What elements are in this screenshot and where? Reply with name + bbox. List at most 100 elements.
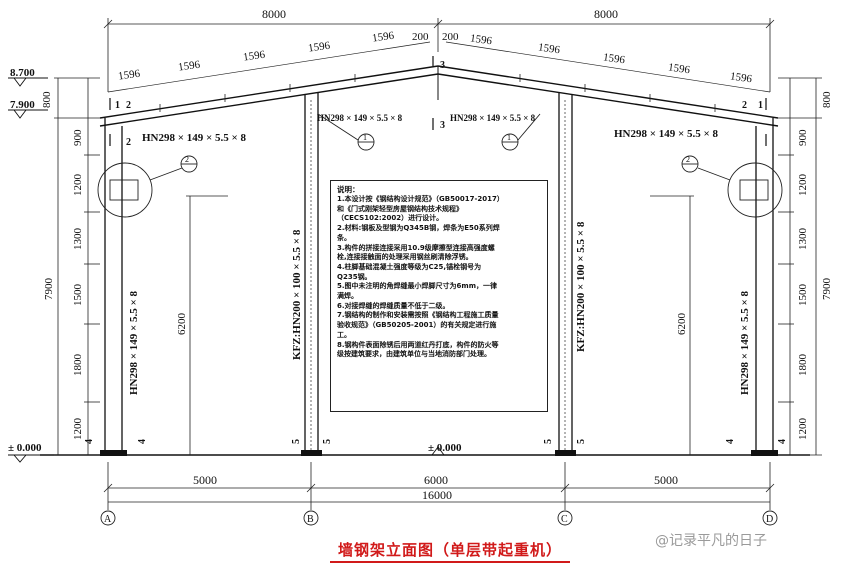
detail-label-1-right: 1 [507,133,511,142]
ridge-offset-right-label: 200 [442,31,459,43]
detail-label-1-left: 1 [363,133,367,142]
notes-line: 5.图中未注明的角焊缝最小焊脚尺寸为6mm，一律 [337,282,497,291]
watermark-text: @记录平凡的日子 [655,533,767,549]
rafter-segment-right-5: 1596 [729,70,753,85]
design-notes-box: 说明： 1.本设计按《钢结构设计规范》（GB50017-2017） 和《门式刚架… [330,180,548,412]
section-mark-1-right: 1 [758,100,763,111]
rafter-segment-left-2: 1596 [177,59,201,74]
notes-line: 3.构件的拼接连接采用10.9级摩擦型连接高强度螺 [337,243,495,252]
right-seg-dim-1: 900 [797,129,809,146]
column-base-plates [100,450,778,456]
left-seg-dim-5: 1800 [72,354,84,377]
bottom-dimension-lines [103,462,775,510]
bottom-total: 16000 [422,488,452,502]
left-seg-dim-2: 1200 [72,174,84,197]
notes-line: 1.本设计按《钢结构设计规范》（GB50017-2017） [337,195,504,203]
inner-height-dimensions [186,195,694,455]
right-seg-dim-3: 1300 [797,228,809,251]
rafter-segment-right-3: 1596 [602,51,626,66]
left-seg-dim-4: 1500 [72,284,84,307]
right-top-dim: 800 [821,91,833,108]
right-span-label: 8000 [594,7,618,21]
section-mark-5-mid-left-b: 5 [322,439,333,444]
section-mark-1-left: 1 [115,100,120,111]
bottom-span-1: 5000 [193,473,217,487]
section-mark-5-mid-right: 5 [543,439,554,444]
right-dimension-chain [778,77,822,456]
bottom-span-2: 6000 [424,473,448,487]
left-column-member-label: HN298 × 149 × 5.5 × 8 [128,290,140,395]
right-rafter-member-label: HN298 × 149 × 5.5 × 8 [614,128,719,140]
right-column-member-label: HN298 × 149 × 5.5 × 8 [739,290,751,395]
notes-line: 验收规范》（GB50205-2001）的有关规定进行施 [337,321,497,330]
right-seg-dim-6: 1200 [797,418,809,441]
center-right-member-label: HN298 × 149 × 5.5 × 8 [450,113,536,123]
axis-bubbles [100,510,778,526]
section-mark-4-right-b: 4 [777,439,788,444]
rafter-segment-left-1: 1596 [117,68,141,83]
notes-line: 和《门式刚架轻型房屋钢结构技术规程》 [337,204,463,213]
notes-line: 级按建筑要求，由建筑单位与当地消防部门处理。 [337,350,491,359]
section-mark-2-left-top: 2 [126,100,131,111]
rafter-segment-left-4: 1596 [307,40,331,55]
wind-column-web [310,100,566,455]
center-left-member-label: HN298 × 149 × 5.5 × 8 [317,113,403,123]
rafter-segment-left-3: 1596 [242,49,266,64]
axis-label-b: B [307,514,314,525]
section-mark-3-top: 3 [440,60,445,71]
rafter-segment-right-1: 1596 [469,32,493,47]
section-mark-5-mid-right-b: 5 [576,439,587,444]
top-span-dimension [103,18,775,92]
notes-line: 栓,连接接触面的处理采用钢丝刷清除浮锈。 [337,253,473,262]
rafter-segment-right-2: 1596 [537,41,561,56]
section-mark-5-mid-left: 5 [291,439,302,444]
left-seg-dim-6: 1200 [72,418,84,441]
rafter-segment-right-4: 1596 [667,61,691,76]
detail-label-2-right: 2 [686,155,690,164]
left-span-label: 8000 [262,7,286,21]
section-mark-lines [109,56,767,146]
detail-label-2-left: 2 [185,155,189,164]
left-elevation-markers [8,77,50,463]
notes-line: 4.柱脚基础混凝土强度等级为C25,锚栓钢号为 [337,262,482,271]
columns [104,93,774,455]
ground-elevation-mid-label: ± 0.000 [428,442,462,454]
detail-circles [97,113,783,218]
ridge-elevation-label: 8.700 [10,67,35,79]
notes-line: 2.材料:钢板及型钢为Q345B钢，焊条为E50系列焊 [337,224,500,233]
left-dimension-chain [54,77,100,456]
section-mark-4-left: 4 [84,439,95,444]
purlin-ticks [159,74,716,112]
ground-elevation-left-label: ± 0.000 [8,442,42,454]
inner-dim-right-label: 6200 [676,313,688,336]
right-seg-dim-2: 1200 [797,174,809,197]
left-total-dim: 7900 [43,278,55,301]
right-seg-dim-4: 1500 [797,284,809,307]
bottom-span-3: 5000 [654,473,678,487]
eave-elevation-label: 7.900 [10,99,35,111]
notes-line: 工。 [337,330,351,339]
notes-line: 7.钢结构的制作和安装需按照《钢结构工程施工质量 [337,311,499,320]
right-seg-dim-5: 1800 [797,354,809,377]
ground-elevation-mid-marker [431,446,445,456]
axis-label-c: C [561,514,568,525]
notes-line: Q235钢。 [337,272,372,281]
section-mark-2-left-bottom: 2 [126,137,131,148]
notes-line: 8.钢构件表面除锈后用两道红丹打底，构件的防火等 [337,340,499,349]
roof-rafters [99,65,779,127]
notes-line: 条。 [337,233,351,242]
axis-label-a: A [104,514,112,525]
wind-column-left-label: KFZ:HN200 × 100 × 5.5 × 8 [291,229,303,360]
notes-line: 满焊。 [337,292,358,301]
section-mark-4-right: 4 [725,439,736,444]
section-mark-4-left-b: 4 [137,439,148,444]
drawing-caption: 墙钢架立面图（单层带起重机） [337,541,562,559]
left-seg-dim-1: 900 [72,129,84,146]
notes-title: 说明： [337,185,360,194]
right-total-dim: 7900 [821,278,833,301]
wind-column-right-label: KFZ:HN200 × 100 × 5.5 × 8 [575,221,587,352]
section-mark-3-bottom: 3 [440,120,445,131]
left-seg-dim-3: 1300 [72,228,84,251]
notes-line: （CECS102:2002）进行设计。 [337,214,444,223]
